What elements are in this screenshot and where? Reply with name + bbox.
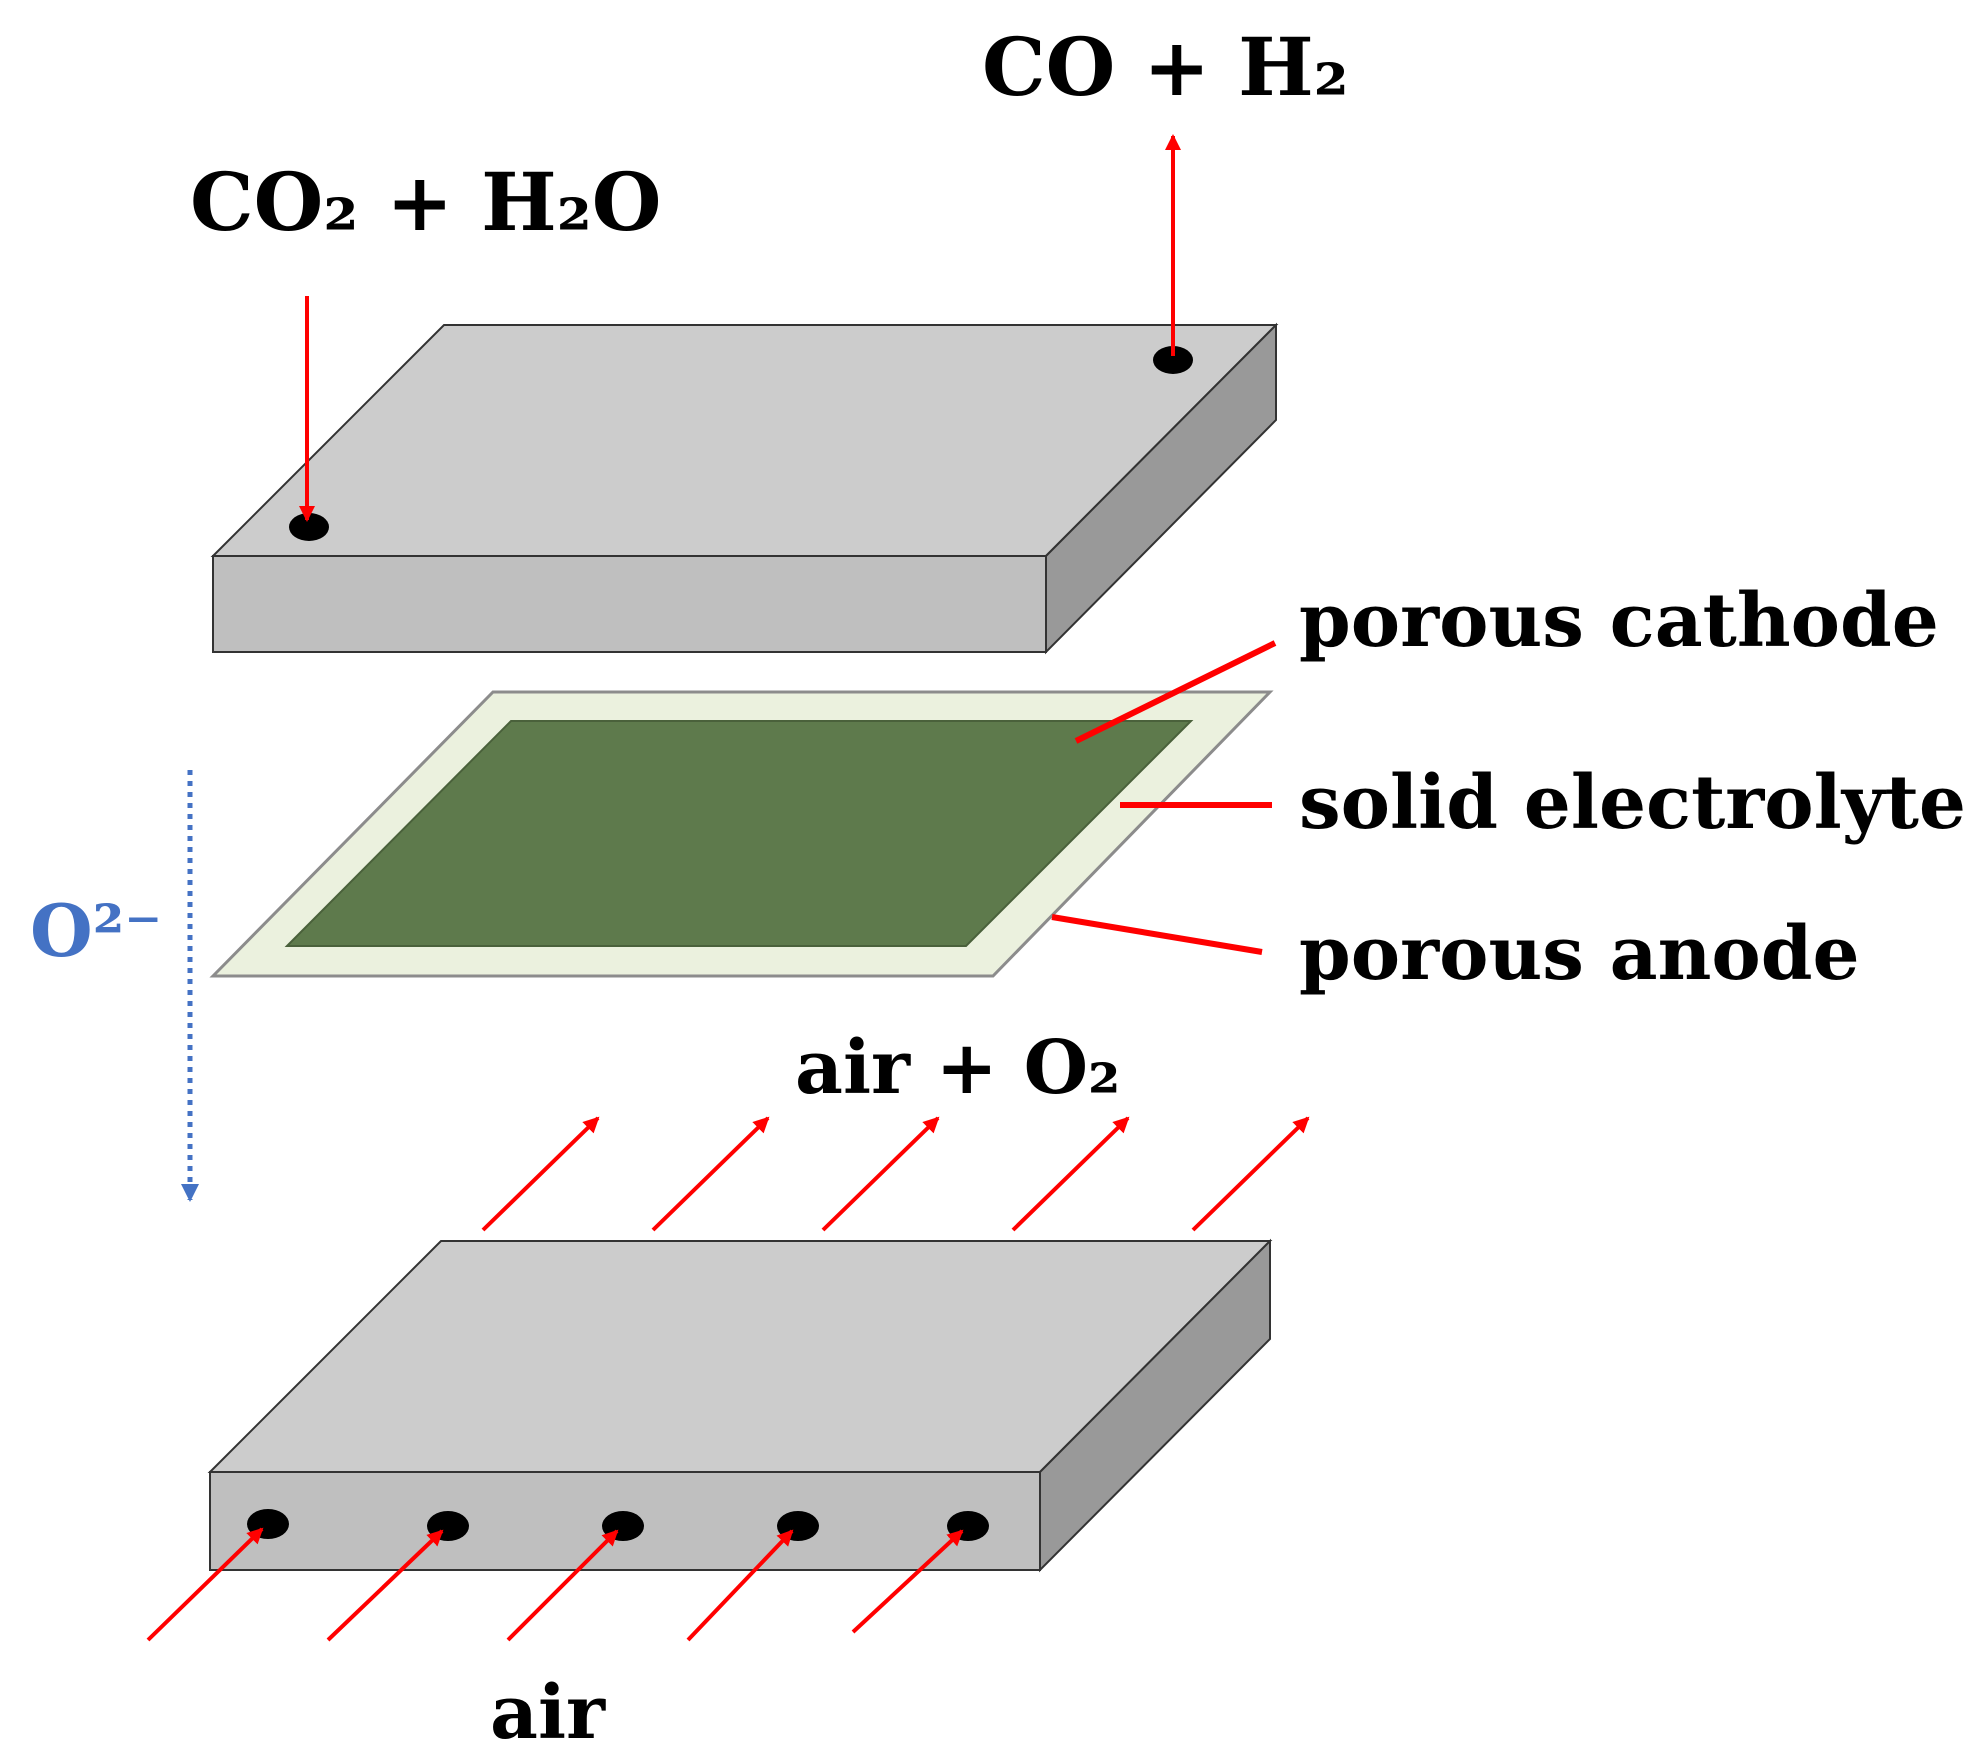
top-plate-front-face bbox=[212, 555, 1047, 653]
air-outlet-arrow-5 bbox=[1191, 1116, 1310, 1232]
oxygen-ion-label: O²⁻ bbox=[30, 888, 162, 973]
air-outlet-arrow-2 bbox=[651, 1116, 770, 1232]
porous-cathode-layer bbox=[284, 720, 1194, 947]
air-outlet-arrow-3 bbox=[821, 1116, 940, 1232]
air-inlet-arrow-3 bbox=[506, 1529, 619, 1642]
air-outlet-arrows bbox=[481, 1116, 1310, 1232]
air-outlet-label: air + O₂ bbox=[795, 1025, 1120, 1111]
air-inlet-arrows bbox=[146, 1527, 964, 1642]
air-inlet-arrow-4 bbox=[686, 1529, 794, 1642]
top-plate-side-face bbox=[1045, 322, 1277, 655]
porous-cathode-leader bbox=[1074, 640, 1277, 744]
air-inlet-arrow-1 bbox=[146, 1527, 264, 1642]
fuel-outlet-hole bbox=[1153, 346, 1193, 374]
air-inlet-label: air bbox=[490, 1670, 606, 1756]
cell-assembly bbox=[209, 690, 1274, 978]
porous-cathode-label: porous cathode bbox=[1299, 578, 1939, 664]
fuel-outlet-label: CO + H₂ bbox=[982, 20, 1349, 114]
air-inlet-arrow-5 bbox=[851, 1529, 964, 1634]
top-interconnect-plate bbox=[210, 322, 1279, 655]
air-outlet-arrow-4 bbox=[1011, 1116, 1130, 1232]
bottom-interconnect-plate bbox=[207, 1238, 1273, 1573]
air-inlet-hole-2 bbox=[427, 1511, 469, 1541]
air-inlet-hole-3 bbox=[602, 1511, 644, 1541]
air-inlet-hole-1 bbox=[247, 1509, 289, 1539]
solid-electrolyte-label: solid electrolyte bbox=[1299, 760, 1966, 846]
bottom-plate-side-face bbox=[1039, 1238, 1271, 1573]
porous-anode-label: porous anode bbox=[1299, 911, 1860, 997]
porous-anode-leader bbox=[1051, 914, 1263, 955]
air-outlet-arrow-1 bbox=[481, 1116, 600, 1232]
fuel-inlet-label: CO₂ + H₂O bbox=[190, 155, 661, 249]
air-inlet-hole-4 bbox=[777, 1511, 819, 1541]
air-inlet-arrow-2 bbox=[326, 1529, 444, 1642]
